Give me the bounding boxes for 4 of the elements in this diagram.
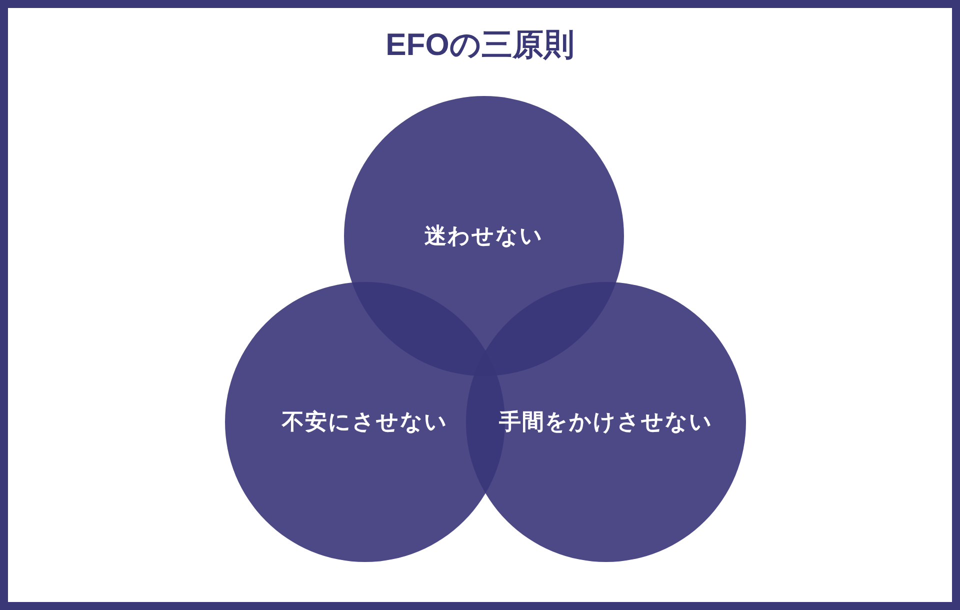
circle-label: 不安にさせない [282,408,448,436]
circle-label: 迷わせない [424,222,544,250]
title: EFOの三原則 [384,26,576,64]
circle-label: 手間をかけさせない [499,408,713,436]
